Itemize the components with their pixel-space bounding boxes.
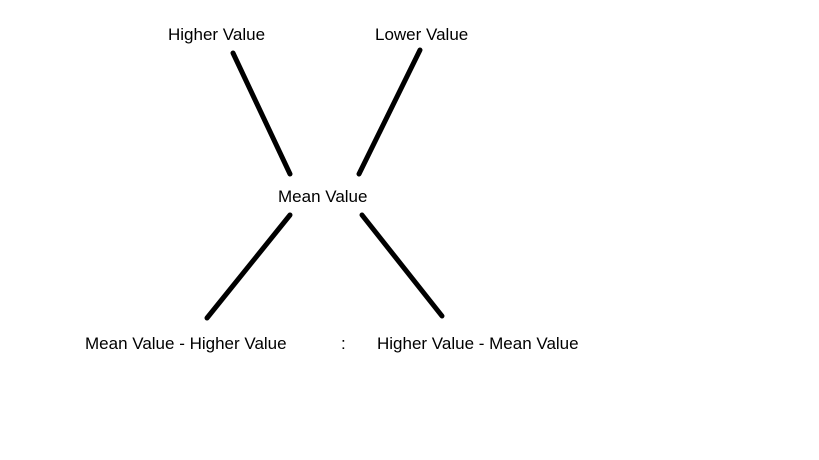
node-mean-value: Mean Value — [278, 187, 368, 206]
node-ratio-left: Mean Value - Higher Value — [85, 334, 287, 353]
node-higher-value: Higher Value — [168, 25, 266, 44]
line-lower-to-mean — [356, 47, 423, 177]
line-mean-to-left-ratio — [204, 212, 293, 321]
ratio-separator: : — [341, 334, 346, 353]
node-ratio-right: Higher Value - Mean Value — [377, 334, 579, 353]
line-higher-to-mean — [230, 50, 293, 177]
node-lower-value: Lower Value — [375, 25, 469, 44]
line-mean-to-right-ratio — [359, 212, 445, 319]
